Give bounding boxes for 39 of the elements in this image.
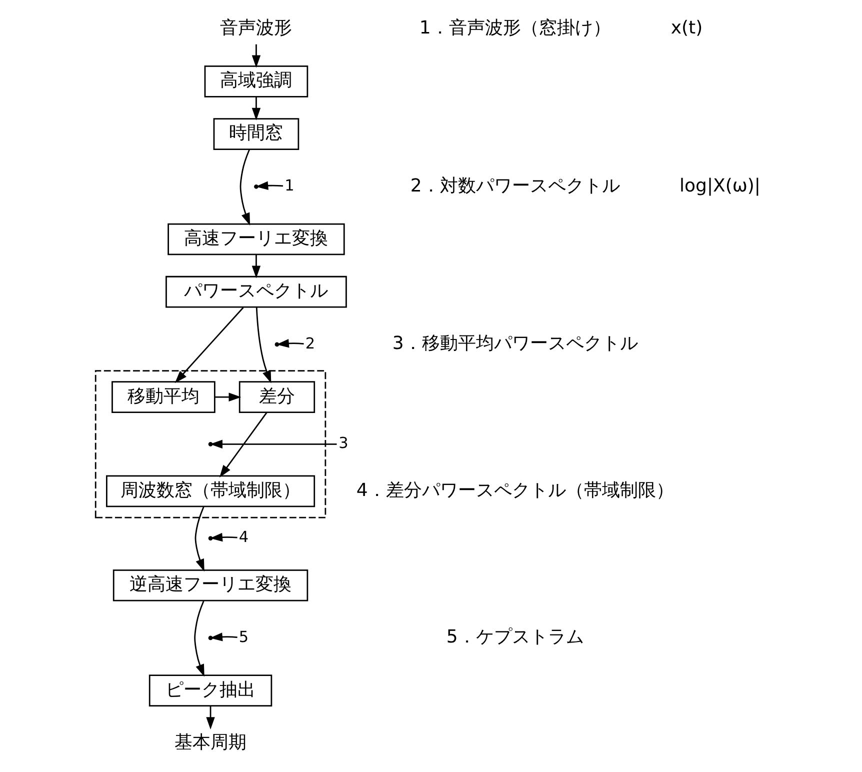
arrow xyxy=(256,307,272,384)
label: 1．音声波形（窓掛け） xyxy=(419,18,611,39)
node-box: 差分 xyxy=(238,381,316,413)
arrow xyxy=(194,506,204,572)
node-text: 音声波形 xyxy=(220,18,292,39)
node-box: パワースペクトル xyxy=(166,276,347,308)
arrow xyxy=(174,307,244,384)
node-text: 4 xyxy=(238,528,249,546)
arrow xyxy=(252,96,261,120)
label: 4．差分パワースペクトル（帯域制限） xyxy=(356,480,674,501)
node-box: 高速フーリエ変換 xyxy=(168,223,345,256)
arrow xyxy=(252,44,261,68)
arrow xyxy=(252,254,261,278)
label: 3．移動平均パワースペクトル xyxy=(392,333,638,354)
node-text: 基本周期 xyxy=(174,732,247,753)
node-box: ピーク抽出 xyxy=(148,674,272,706)
arrow xyxy=(276,339,304,348)
label: log|X(ω)| xyxy=(680,175,760,196)
arrow xyxy=(210,532,238,542)
node-box: 逆高速フーリエ変換 xyxy=(112,569,308,602)
label: 5．ケプストラム xyxy=(446,626,584,648)
label: x(t) xyxy=(670,18,703,39)
arrow xyxy=(256,181,284,190)
arrow xyxy=(210,440,337,449)
node-text: 3 xyxy=(338,434,348,452)
node-text: 2 xyxy=(305,334,316,352)
node-box: 周波数窓（帯域制限） xyxy=(106,475,316,508)
arrow xyxy=(210,632,238,642)
node-text: 5 xyxy=(238,628,249,646)
arrow xyxy=(194,600,204,677)
arrow xyxy=(214,392,242,402)
arrow xyxy=(219,412,268,478)
node-box: 高域強調 xyxy=(204,66,308,98)
node-box: 時間窓 xyxy=(213,118,300,150)
node-text: 1 xyxy=(284,176,294,195)
node-box: 移動平均 xyxy=(112,381,216,413)
label: 2．対数パワースペクトル xyxy=(410,175,620,196)
arrow xyxy=(240,150,250,226)
arrow xyxy=(206,706,215,730)
